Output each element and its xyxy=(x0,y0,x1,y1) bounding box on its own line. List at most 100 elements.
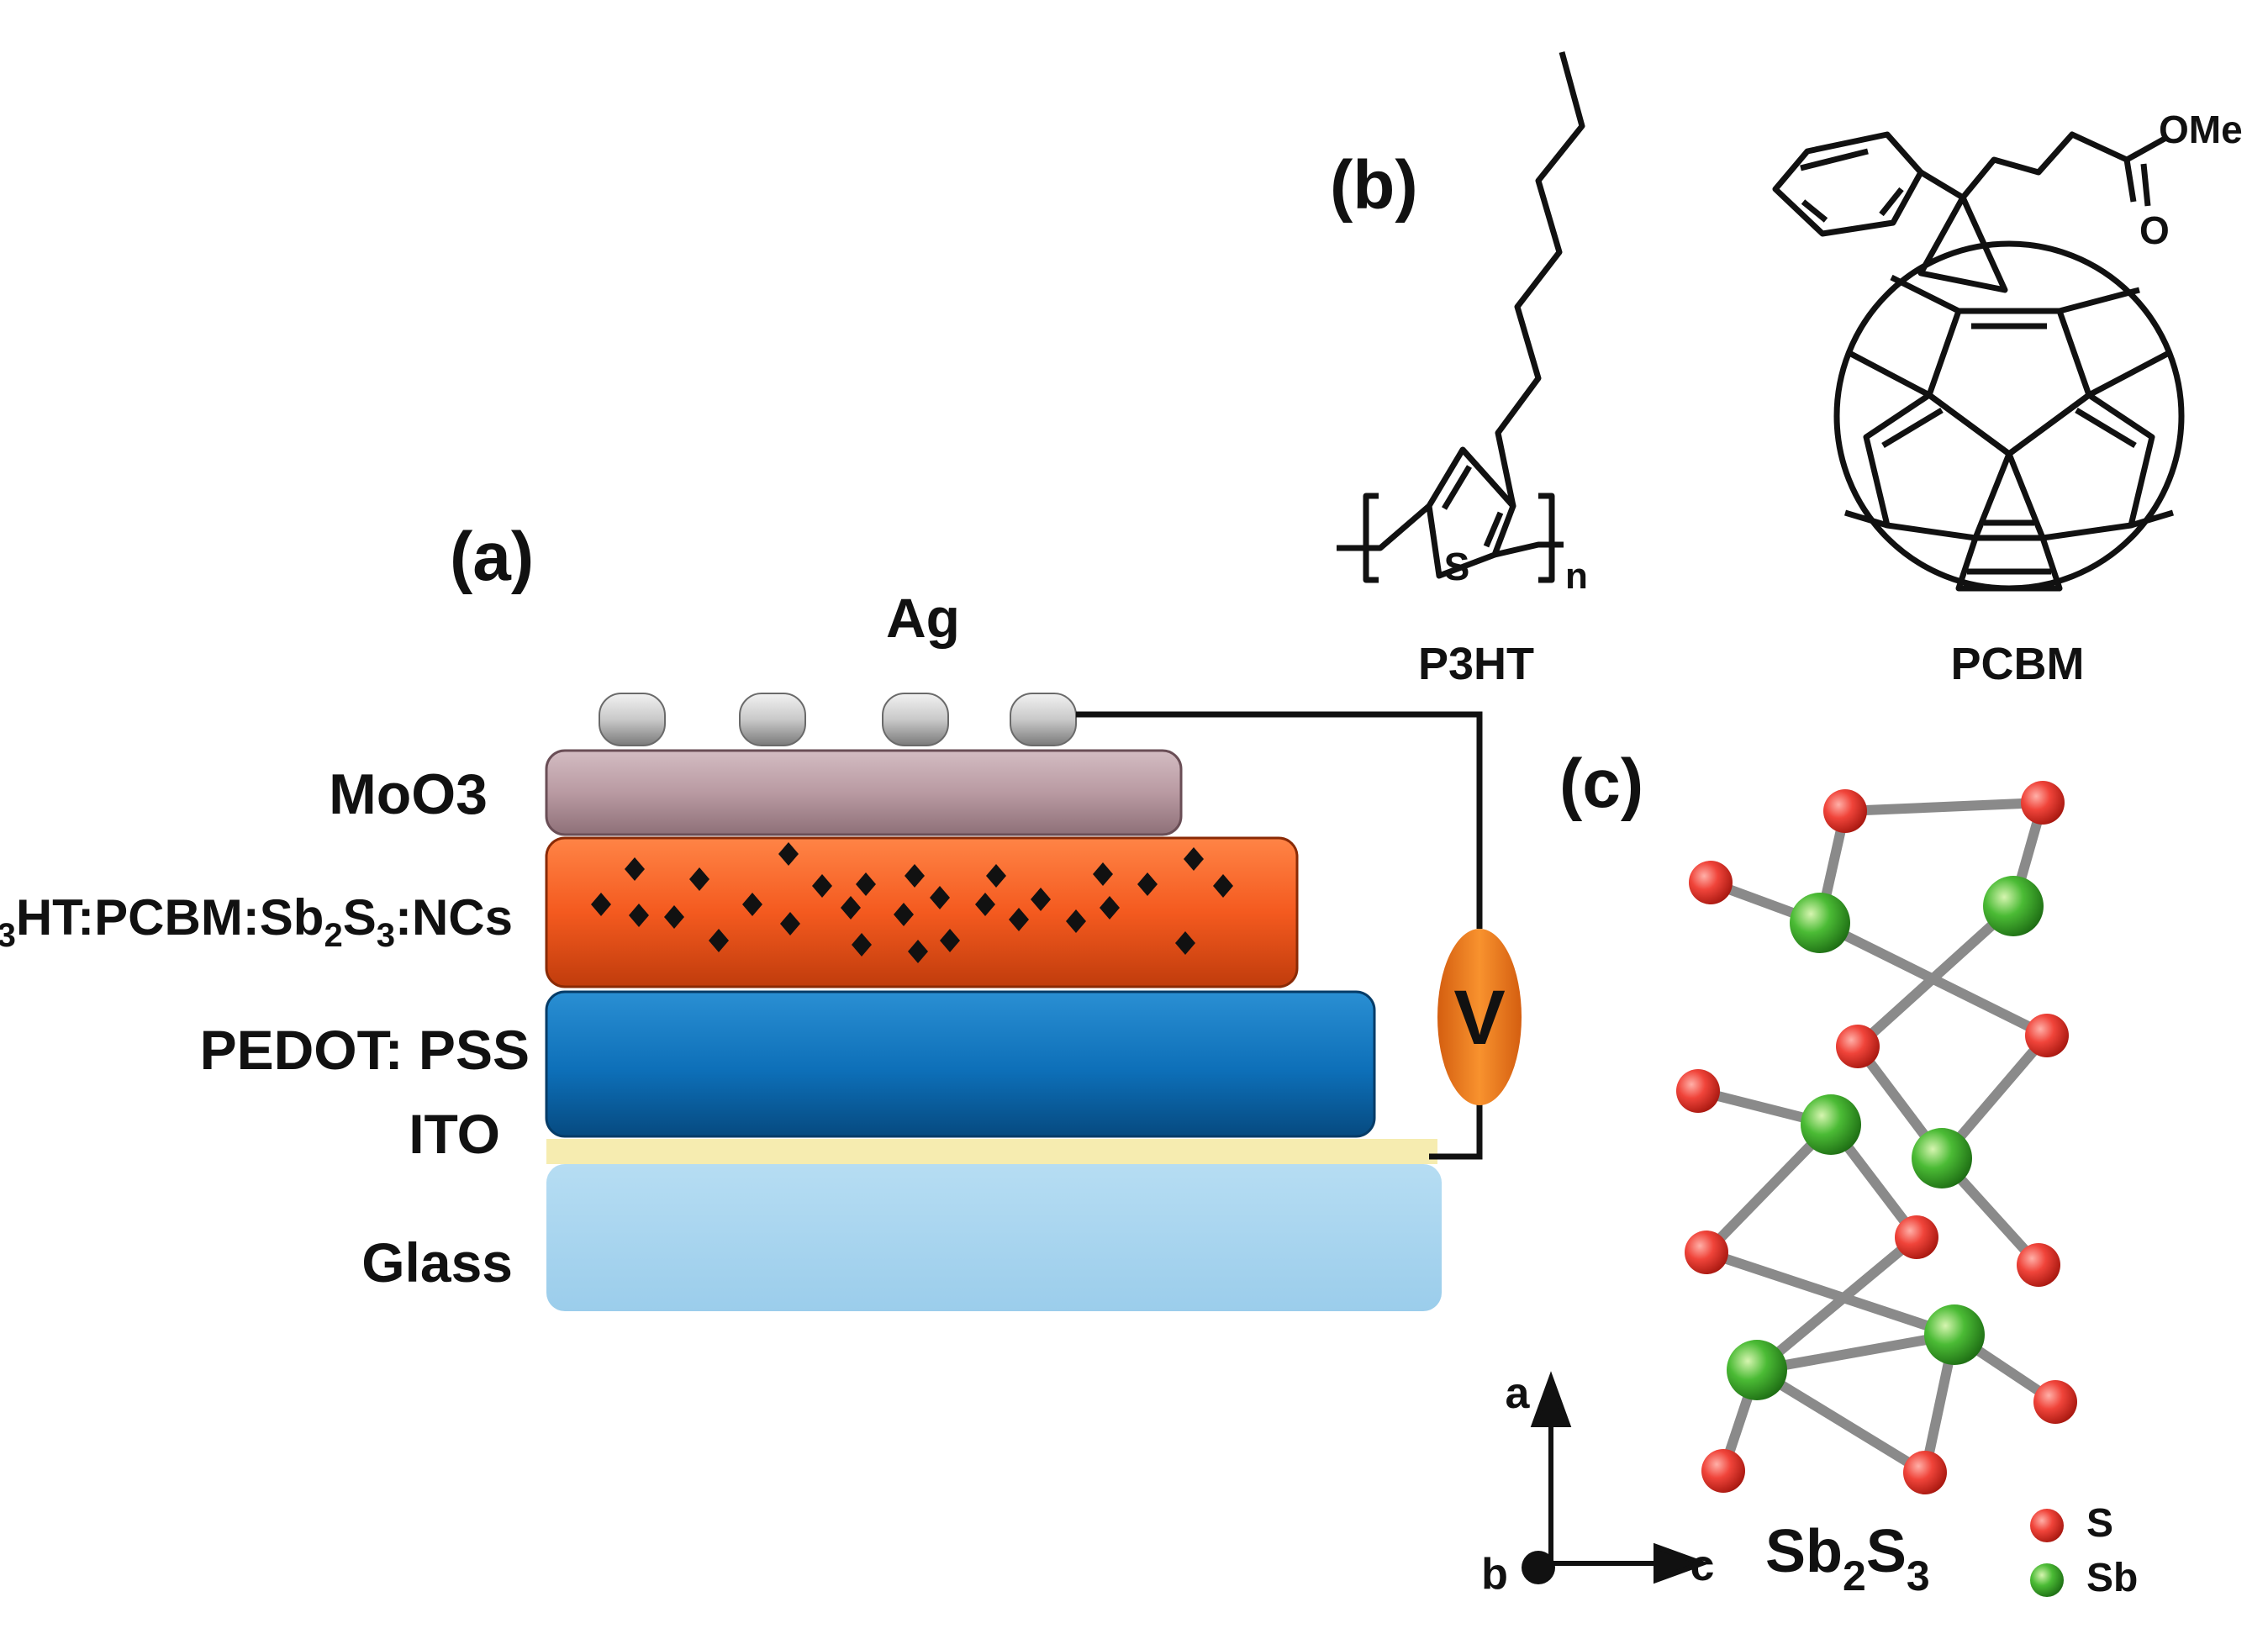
pcbm-carbonyl-o: O xyxy=(2139,208,2170,252)
ag-contact xyxy=(739,693,806,746)
sb-atom xyxy=(1912,1128,1972,1188)
active-layer xyxy=(545,836,1299,988)
nanocrystal xyxy=(1066,909,1086,933)
label-moo3: MoO3 xyxy=(329,762,488,826)
bond xyxy=(1752,1365,1930,1478)
legend: S Sb xyxy=(2030,1501,2138,1600)
nanocrystal xyxy=(689,867,709,891)
nanocrystal xyxy=(852,933,872,957)
butyrate-chain xyxy=(1919,131,2137,203)
nanocrystal xyxy=(1100,896,1120,920)
nanocrystal xyxy=(591,893,611,916)
sb-atom xyxy=(1801,1094,1861,1155)
s-atom xyxy=(1685,1231,1728,1274)
voltmeter xyxy=(1437,929,1522,1105)
nanocrystal xyxy=(812,874,832,898)
axis-c-arrow xyxy=(1654,1542,1710,1584)
glass-layer xyxy=(546,1164,1442,1311)
bond xyxy=(1752,1232,1922,1375)
axis-c-label: c xyxy=(1690,1542,1715,1590)
circuit-wire-top xyxy=(1076,711,1483,929)
phenyl-double-bond xyxy=(1800,148,1869,171)
s-atom xyxy=(1676,1069,1720,1113)
bond xyxy=(1840,798,2048,816)
sb-atom xyxy=(1790,893,1850,953)
phenyl-double-bond xyxy=(1801,199,1828,223)
nanocrystal xyxy=(664,905,684,929)
polymer-bond-left xyxy=(1337,503,1432,551)
sb-atom xyxy=(1924,1304,1985,1365)
antimony-atoms xyxy=(1727,876,2044,1400)
ag-contact xyxy=(599,693,666,746)
nanocrystal xyxy=(1184,847,1204,871)
s-atom xyxy=(1701,1449,1745,1493)
sb-atom xyxy=(1983,876,2044,936)
label-glass: Glass xyxy=(361,1231,513,1294)
fullerene-edge xyxy=(2087,350,2170,398)
ester-bond xyxy=(2125,135,2166,163)
s-atom xyxy=(2021,781,2065,825)
formula-label: Sb2S3 xyxy=(1765,1518,1930,1599)
bond xyxy=(1752,1330,1959,1375)
nanocrystal xyxy=(1031,888,1051,911)
panel-b: (b) S n P3HT xyxy=(1330,51,2243,689)
legend-s-marker xyxy=(2030,1509,2064,1542)
thiophene-double-bond xyxy=(1483,511,1504,548)
nanocrystal xyxy=(986,864,1006,888)
nanocrystal xyxy=(1137,872,1158,896)
panel-c: (c) xyxy=(1481,746,2138,1600)
carbonyl-bond xyxy=(2140,163,2151,207)
fullerene-double-bond xyxy=(1881,407,1944,449)
nanocrystal xyxy=(894,903,914,926)
s-atom xyxy=(2025,1014,2069,1057)
axis-b-label: b xyxy=(1481,1550,1508,1599)
fullerene-edge xyxy=(1843,509,1889,529)
s-atom xyxy=(1836,1025,1880,1068)
axis-a-label: a xyxy=(1506,1369,1531,1418)
s-atom xyxy=(1823,789,1867,833)
thiophene-double-bond xyxy=(1441,465,1473,510)
s-atom xyxy=(2017,1243,2060,1287)
s-atom xyxy=(1903,1451,1947,1494)
fullerene-face xyxy=(2006,392,2155,541)
fullerene-edge xyxy=(1890,274,1960,314)
nanocrystal xyxy=(905,864,925,888)
sb-atom xyxy=(1727,1340,1787,1400)
pcbm-structure xyxy=(1772,131,2185,592)
nanocrystal xyxy=(975,893,995,916)
s-atom xyxy=(1895,1215,1938,1259)
ag-contact xyxy=(1010,693,1077,746)
s-atom xyxy=(2033,1380,2077,1424)
legend-s-label: S xyxy=(2086,1501,2113,1546)
fullerene-face xyxy=(1955,535,2063,592)
pcbm-name: PCBM xyxy=(1951,639,2085,689)
axis-a-arrow xyxy=(1530,1371,1572,1427)
nanocrystal xyxy=(709,929,729,952)
crystal-axes xyxy=(1530,1371,1710,1584)
bracket-right xyxy=(1538,493,1555,583)
thiophene-ring xyxy=(1426,446,1516,579)
pedot-layer xyxy=(545,990,1376,1138)
fullerene-face xyxy=(1926,308,2092,457)
label-pedot: PEDOT: PSS xyxy=(200,1019,530,1081)
polymer-bond-right xyxy=(1494,541,1564,558)
panel-a-label: (a) xyxy=(450,519,534,595)
circuit-wire-bottom xyxy=(1429,1101,1483,1160)
nanocrystal xyxy=(1175,931,1195,955)
fullerene-edge xyxy=(2129,509,2175,529)
nanocrystal xyxy=(1009,908,1029,931)
sulfur-atoms xyxy=(1676,781,2077,1494)
panel-a: (a) xyxy=(0,519,1522,1311)
ag-contact xyxy=(882,693,949,746)
pcbm-ome: OMe xyxy=(2159,108,2243,151)
p3ht-sulfur: S xyxy=(1444,545,1470,588)
phenyl-double-bond xyxy=(1879,187,1904,217)
label-active-layer: P3HT:PCBM:Sb2S3:NCs xyxy=(0,889,513,954)
nanocrystal xyxy=(908,940,928,963)
nanocrystal xyxy=(780,912,800,935)
legend-sb-label: Sb xyxy=(2086,1556,2138,1600)
nanocrystal xyxy=(940,929,960,952)
panel-c-label: (c) xyxy=(1559,746,1643,822)
